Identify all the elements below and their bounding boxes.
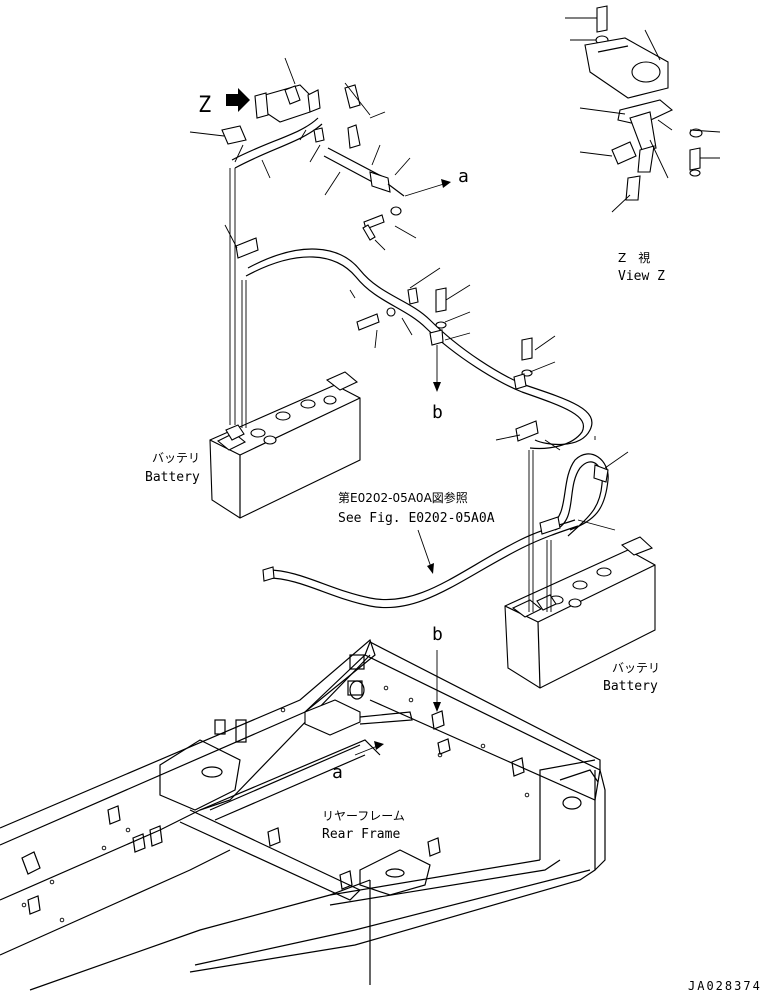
rear-frame-label-jp: リヤーフレーム <box>322 809 405 823</box>
battery-left <box>209 371 361 519</box>
cables <box>229 117 609 756</box>
a-marker-bottom: a <box>332 762 343 783</box>
z-arrow <box>226 88 250 112</box>
disconnect-switch <box>221 84 609 582</box>
rear-frame-label-en: Rear Frame <box>322 827 400 842</box>
reference-leader <box>417 529 433 571</box>
reference-label-en: See Fig. E0202-05A0A <box>338 511 495 526</box>
a-marker-top: a <box>458 166 469 187</box>
b-marker-bottom: b <box>432 624 443 645</box>
rear-frame <box>0 638 606 991</box>
view-z-detail <box>565 5 721 213</box>
battery-right-label-en: Battery <box>603 679 658 694</box>
z-marker: Z <box>198 93 211 118</box>
view-z-label-en: View Z <box>618 269 665 284</box>
reference-arrowhead <box>427 563 434 574</box>
battery-left-label-en: Battery <box>145 470 200 485</box>
leader-lines <box>189 57 629 531</box>
battery-right-label-jp: バッテリ <box>612 661 660 675</box>
reference-label-jp: 第E0202-05A0A図参照 <box>338 490 468 505</box>
drawing-number: JA028374 <box>688 979 762 993</box>
view-z-label-jp: Z 視 <box>618 250 650 265</box>
battery-right <box>504 536 656 689</box>
battery-left-label-jp: バッテリ <box>152 451 200 465</box>
b-marker-top: b <box>432 402 443 423</box>
